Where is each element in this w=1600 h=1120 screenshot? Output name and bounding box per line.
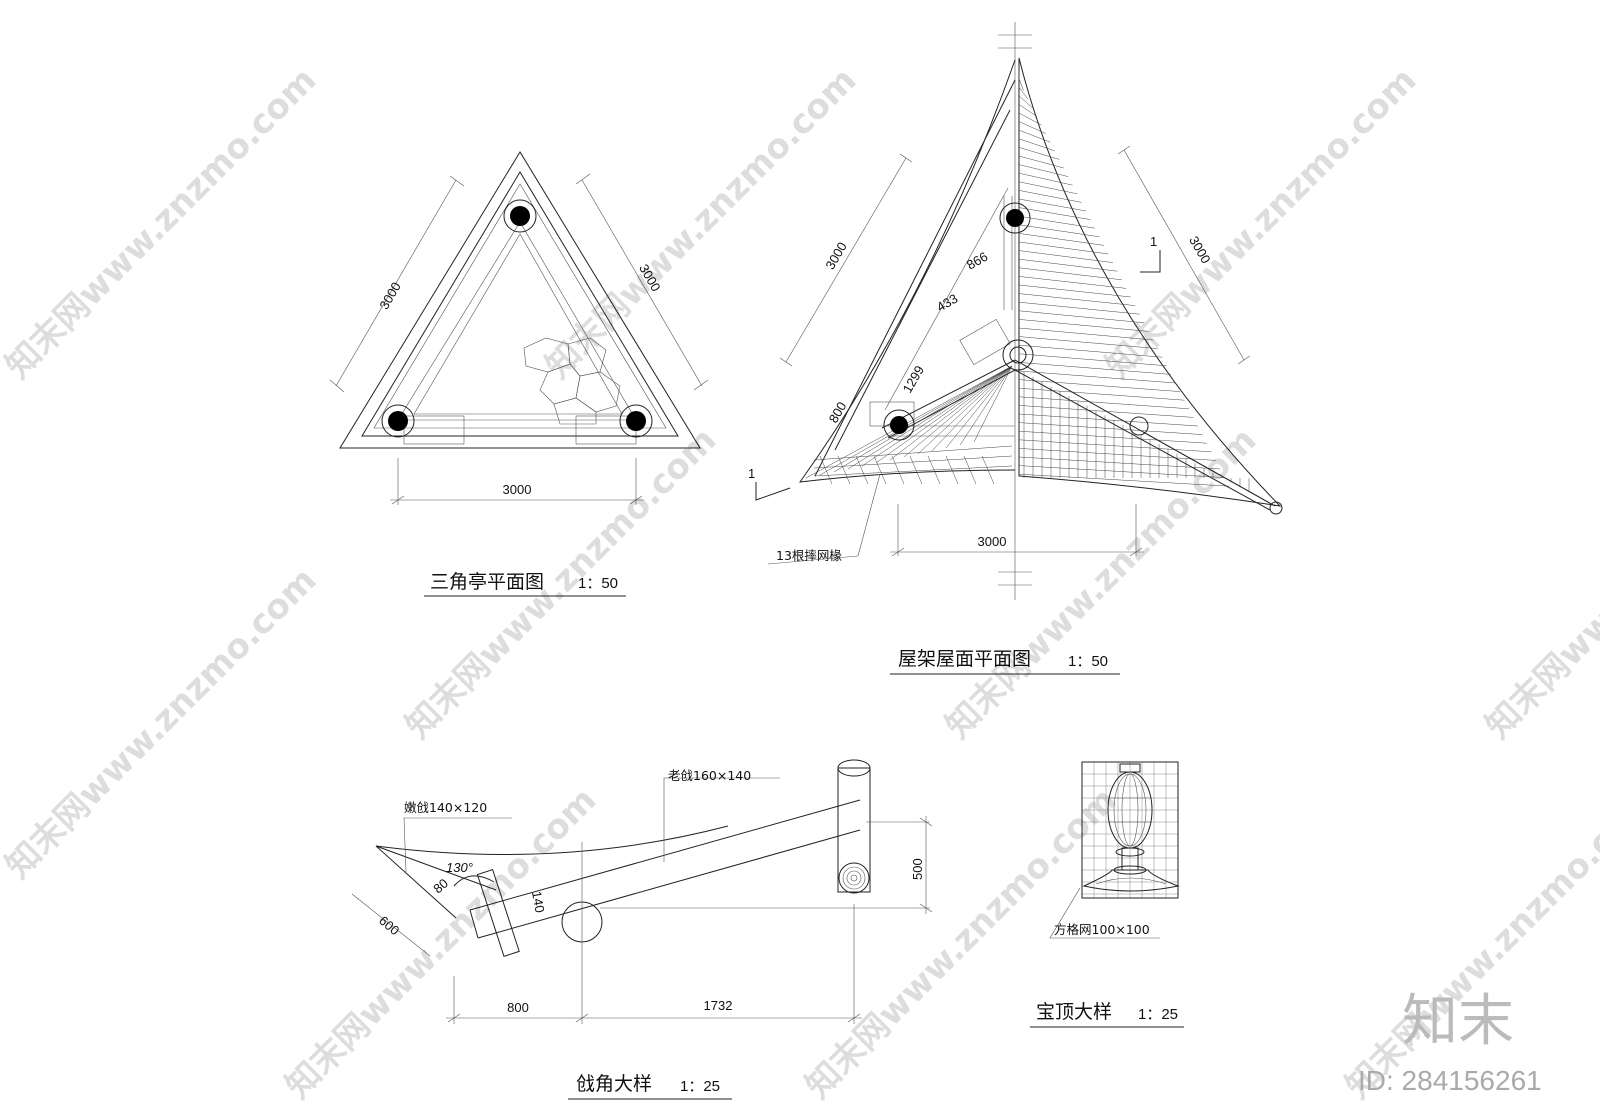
roof-frame-left — [798, 59, 1016, 485]
eave-scale: 1：25 — [680, 1078, 720, 1095]
rafter-note-leader — [857, 473, 881, 557]
eave-title: 戗角大样 — [576, 1073, 652, 1095]
roof-section-mark-right: 1 — [1140, 234, 1161, 273]
finial-title: 宝顶大样 — [1036, 1001, 1112, 1023]
watermark-text: 知末网www.znzmo.com — [1338, 780, 1600, 1106]
column-post — [626, 411, 646, 431]
watermark-text: 知末网www.znzmo.com — [538, 60, 864, 386]
old-beam-top — [469, 799, 861, 911]
young-beam-top — [375, 825, 729, 855]
eave-post — [837, 767, 871, 893]
roof-apex-post — [1009, 346, 1027, 364]
roof-dim-866: 866 — [964, 249, 990, 273]
dim-140: 140 — [529, 890, 548, 914]
plan-scale: 1：50 — [578, 575, 618, 592]
rafter-note: 13根摔网椽 — [776, 548, 842, 563]
brand-id: ID: 284156261 — [1358, 1065, 1542, 1096]
plan-dim-bottom: 3000 — [503, 482, 532, 497]
column-ring — [503, 199, 537, 233]
brand-logo: 知末 — [1402, 989, 1514, 1054]
column-ring — [381, 404, 415, 438]
watermark-text: 知末网www.znzmo.com — [798, 780, 1124, 1106]
column-post — [510, 206, 530, 226]
angle-arc — [453, 875, 495, 887]
watermark-layer: 知末网www.znzmo.com 知末网www.znzmo.com 知末网www… — [0, 60, 1600, 1106]
old-beam-bottom — [477, 829, 861, 939]
finial-base — [1082, 869, 1180, 892]
svg-text:1: 1 — [1150, 234, 1157, 249]
angle-label: 130° — [446, 860, 473, 875]
watermark-text: 知末网www.znzmo.com — [0, 60, 324, 386]
plan-column-line — [397, 221, 637, 421]
finial-detail: 方格网100×100 宝顶大样 1：25 — [1030, 761, 1184, 1028]
roof-scale: 1：50 — [1068, 653, 1108, 670]
plan-columns — [381, 199, 653, 438]
column-post — [388, 411, 408, 431]
old-beam-label: 老戗160×140 — [668, 768, 751, 783]
young-beam-label: 嫩戗140×120 — [404, 800, 487, 815]
svg-text:1: 1 — [748, 466, 755, 481]
triangle-pavilion-plan: 3000 3000 3000 三角亭平面图 1：50 — [329, 151, 709, 597]
dim-80: 80 — [430, 876, 451, 897]
roof-column-ring — [883, 409, 915, 441]
watermark-text: 知末网www.znzmo.com — [0, 560, 324, 886]
plan-bench-left — [403, 415, 465, 445]
watermark-text: 知末网www.znzmo.com — [938, 420, 1264, 746]
roof-column-post — [890, 416, 908, 434]
roof-surface-right — [1014, 57, 1283, 515]
roof-dim-800: 800 — [826, 399, 850, 425]
plan-inner-outline-2 — [373, 183, 667, 429]
watermark-text: 知末网www.znzmo.com — [1478, 420, 1600, 746]
roof-dim-1299: 1299 — [900, 363, 927, 396]
roof-dim-bottom: 3000 — [978, 534, 1007, 549]
roof-column-post — [1006, 209, 1024, 227]
roof-frame-plan: 3000 3000 3000 866 433 1299 800 1 1 — [748, 22, 1283, 675]
finial-scale: 1：25 — [1138, 1006, 1178, 1023]
dim-1732: 1732 — [704, 998, 733, 1013]
roof-dim-left: 3000 — [822, 239, 849, 272]
plan-dim-left: 3000 — [376, 279, 403, 312]
watermark-text: 知末网www.znzmo.com — [1098, 60, 1424, 386]
dim-500: 500 — [910, 858, 925, 880]
watermark-text: 知末网www.znzmo.com — [278, 780, 604, 1106]
roof-apex-ring — [1002, 339, 1034, 371]
plan-inner-outline-1 — [361, 171, 679, 437]
young-beam-end — [375, 845, 457, 919]
plan-seat-line — [413, 233, 623, 415]
roof-dim-433: 433 — [934, 291, 960, 315]
plan-outer-outline — [339, 151, 701, 449]
column-ring — [619, 404, 653, 438]
roof-section-mark-left: 1 — [748, 466, 791, 501]
plan-title: 三角亭平面图 — [430, 571, 544, 593]
dim-800: 800 — [507, 1000, 529, 1015]
roof-title: 屋架屋面平面图 — [898, 648, 1031, 670]
eave-tie-block — [476, 868, 520, 957]
finial-grid-note: 方格网100×100 — [1054, 922, 1150, 937]
plan-paving-stones — [523, 337, 621, 425]
roof-column-ring — [999, 202, 1031, 234]
